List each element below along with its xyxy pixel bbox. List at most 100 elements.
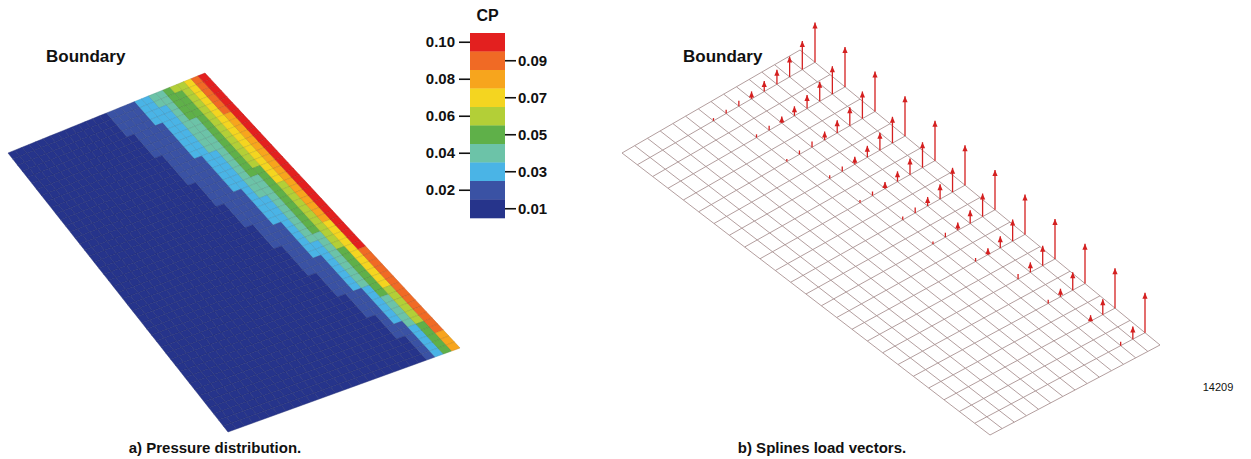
mesh-line xyxy=(775,65,1136,358)
load-vector xyxy=(1120,342,1121,346)
mesh-line xyxy=(711,102,1075,391)
vector-head xyxy=(950,168,955,174)
vector-head xyxy=(847,107,852,113)
vector-head xyxy=(890,117,895,123)
mesh-line xyxy=(668,87,845,188)
load-vector xyxy=(738,101,739,106)
mesh-line xyxy=(622,153,990,435)
load-vector xyxy=(1017,274,1018,279)
mesh-line xyxy=(787,57,1148,351)
vector-head xyxy=(872,72,877,78)
colorbar-tick xyxy=(459,152,470,154)
colorbar-band xyxy=(470,33,505,52)
load-vector xyxy=(872,192,873,196)
mesh-line xyxy=(760,161,935,259)
vector-head xyxy=(1022,194,1027,200)
vector-head xyxy=(787,57,792,63)
vector-head xyxy=(932,121,937,127)
load-vector xyxy=(1048,300,1049,304)
mesh-line xyxy=(898,271,1070,364)
mesh-line xyxy=(913,284,1085,377)
colorbar-value: 0.09 xyxy=(518,52,547,69)
mesh-line xyxy=(867,247,1040,341)
vector-head xyxy=(1130,327,1135,333)
colorbar-value: 0.05 xyxy=(518,126,547,143)
vector-head xyxy=(860,91,865,97)
colorbar-band xyxy=(470,107,505,126)
vector-head xyxy=(985,248,990,254)
vector-head xyxy=(762,81,767,87)
vector-head xyxy=(1058,289,1063,295)
colorbar-value: 0.10 xyxy=(426,33,455,50)
vector-head xyxy=(1028,262,1033,268)
panel-caption: a) Pressure distribution. xyxy=(129,439,302,456)
mesh-line xyxy=(791,185,965,282)
load-vectors xyxy=(713,22,1147,345)
colorbar-tick xyxy=(459,115,470,117)
vector-head xyxy=(877,133,882,139)
vector-head xyxy=(749,91,754,97)
load-vector xyxy=(932,241,933,244)
vector-head xyxy=(1082,244,1087,250)
load-vector xyxy=(902,217,903,220)
mesh-line xyxy=(990,345,1160,435)
vector-head xyxy=(998,236,1003,242)
mesh-line xyxy=(806,198,980,295)
vector-head xyxy=(895,171,900,177)
mesh-line xyxy=(944,308,1115,400)
mesh-line xyxy=(724,94,1087,383)
mesh-line xyxy=(637,62,815,164)
vector-head xyxy=(800,41,805,47)
pressure-surface xyxy=(8,73,460,432)
colorbar-tick xyxy=(505,134,516,136)
load-vector xyxy=(786,159,787,162)
mesh-line xyxy=(775,173,950,271)
colorbar-tick xyxy=(505,171,516,173)
colorbar-band xyxy=(470,144,505,163)
vector-head xyxy=(830,66,835,72)
colorbar-band xyxy=(470,200,505,219)
colorbar-value: 0.02 xyxy=(426,181,455,198)
mesh-line xyxy=(929,296,1100,388)
colorbar-value: 0.01 xyxy=(518,200,547,217)
vector-head xyxy=(882,182,887,188)
mesh-line xyxy=(660,131,1026,416)
vector-head xyxy=(1010,219,1015,225)
vector-head xyxy=(968,210,973,216)
load-vector xyxy=(829,175,830,178)
mesh-line xyxy=(800,50,1160,345)
vector-head xyxy=(779,116,784,122)
vector-head xyxy=(842,47,847,53)
mesh-line xyxy=(852,234,1025,329)
load-vector xyxy=(768,126,769,131)
colorbar-band xyxy=(470,163,505,182)
load-vector xyxy=(713,118,714,121)
vector-head xyxy=(1052,219,1057,225)
mesh-line xyxy=(729,136,905,235)
mesh-line xyxy=(683,99,860,200)
mesh-line xyxy=(821,210,995,306)
figure-number: 14209 xyxy=(1203,381,1234,394)
vector-head xyxy=(822,132,827,138)
vector-head xyxy=(835,120,840,126)
vector-head xyxy=(1040,246,1045,252)
mesh-line xyxy=(673,124,1039,410)
region-label: Boundary xyxy=(683,47,762,67)
mesh-line xyxy=(745,148,920,247)
colorbar-value: 0.08 xyxy=(426,70,455,87)
colorbar-tick xyxy=(459,78,470,80)
vector-head xyxy=(1142,293,1147,299)
vector-head xyxy=(865,146,870,152)
mesh-line xyxy=(959,320,1130,411)
vector-head xyxy=(774,70,779,76)
vector-head xyxy=(1070,272,1075,278)
vector-head xyxy=(962,145,967,151)
vector-head xyxy=(937,184,942,190)
vector-head xyxy=(1100,299,1105,305)
mesh-line xyxy=(736,87,1099,377)
vector-head xyxy=(817,82,822,88)
vector-head xyxy=(955,223,960,229)
mesh-line xyxy=(686,116,1051,403)
vector-head xyxy=(920,142,925,148)
